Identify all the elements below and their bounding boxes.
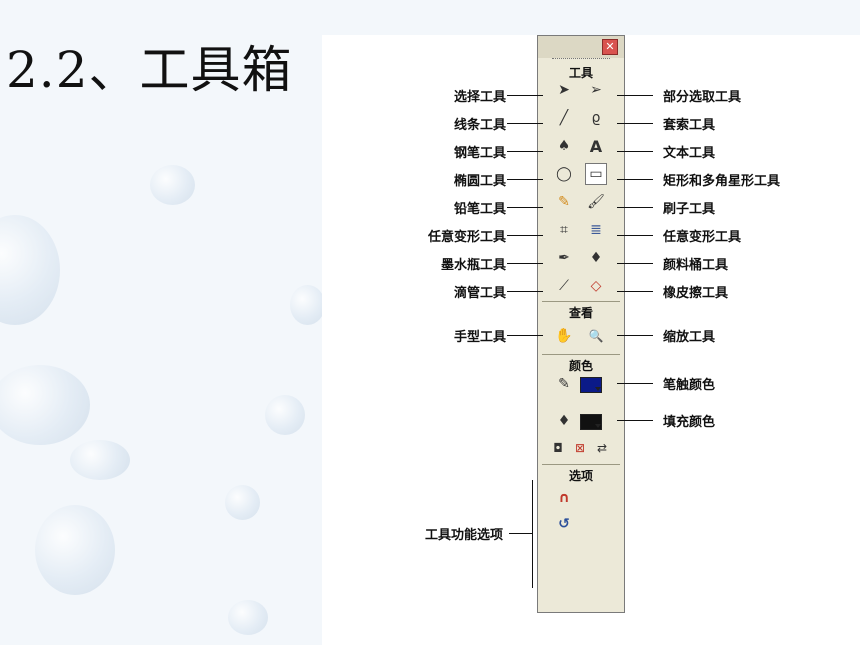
- slide-title: 2.2、工具箱: [6, 41, 293, 99]
- label-ink-bottle-tool: 墨水瓶工具: [440, 258, 506, 273]
- label-tool-options: 工具功能选项: [424, 528, 503, 543]
- separator: [542, 464, 620, 465]
- close-icon[interactable]: ✕: [602, 39, 618, 55]
- gradient-transform-icon[interactable]: ≣: [590, 222, 602, 238]
- paint-bucket-icon[interactable]: ♦: [589, 250, 603, 266]
- line-icon[interactable]: ╱: [559, 110, 569, 126]
- eraser-icon[interactable]: ◇: [590, 278, 602, 294]
- leader-line: [617, 123, 653, 124]
- leader-line: [507, 123, 543, 124]
- leader-line: [507, 95, 543, 96]
- background-blob: [228, 600, 268, 635]
- fill-bucket-icon: ♦: [557, 413, 571, 429]
- oval-icon[interactable]: ◯: [556, 166, 572, 182]
- label-line-tool: 线条工具: [453, 118, 506, 133]
- label-stroke-color: 笔触颜色: [663, 378, 716, 393]
- section-options-heading: 选项: [568, 469, 593, 483]
- label-rectangle-polystar-tool: 矩形和多角星形工具: [663, 174, 781, 189]
- ink-bottle-icon[interactable]: ✒: [558, 250, 570, 266]
- leader-line: [507, 335, 543, 336]
- label-selection-tool: 选择工具: [453, 90, 506, 105]
- text-icon[interactable]: A: [589, 136, 603, 156]
- stroke-pen-icon: ✎: [558, 376, 570, 392]
- leader-line: [617, 179, 653, 180]
- background-blob: [265, 395, 305, 435]
- hand-icon[interactable]: ✋: [555, 328, 573, 344]
- no-color-icon[interactable]: ⊠: [574, 441, 586, 455]
- magnet-icon[interactable]: ∩: [558, 490, 570, 506]
- toolbox-titlebar[interactable]: ✕: [538, 36, 624, 58]
- label-subselection-tool: 部分选取工具: [663, 90, 742, 105]
- label-pencil-tool: 铅笔工具: [453, 202, 506, 217]
- pen-icon[interactable]: ♠: [557, 138, 571, 154]
- leader-line: [507, 151, 543, 152]
- label-free-transform-tool: 任意变形工具: [427, 230, 506, 245]
- arrow-icon[interactable]: ➤: [558, 82, 570, 98]
- separator: [542, 301, 620, 302]
- leader-line: [507, 291, 543, 292]
- label-paint-bucket-tool: 颜料桶工具: [663, 258, 729, 273]
- leader-line: [617, 95, 653, 96]
- brush-icon[interactable]: 🖌: [587, 194, 605, 210]
- leader-line: [507, 179, 543, 180]
- zoom-icon[interactable]: 🔍: [588, 329, 604, 343]
- background-blob: [225, 485, 260, 520]
- label-fill-color: 填充颜色: [663, 415, 716, 430]
- label-brush-tool: 刷子工具: [663, 202, 716, 217]
- leader-line: [617, 291, 653, 292]
- separator: [542, 354, 620, 355]
- smooth-icon[interactable]: ↺: [558, 516, 570, 532]
- background-blob: [35, 505, 115, 595]
- leader-line: [509, 533, 532, 534]
- subselect-icon[interactable]: ➢: [590, 82, 602, 98]
- label-hand-tool: 手型工具: [453, 330, 506, 345]
- leader-line: [617, 263, 653, 264]
- free-transform-icon[interactable]: ⌗: [560, 222, 568, 238]
- lasso-icon[interactable]: ϱ: [591, 110, 601, 126]
- chevron-down-icon[interactable]: [595, 387, 601, 391]
- background-blob: [70, 440, 130, 480]
- leader-line: [617, 335, 653, 336]
- rectangle-icon: ▭: [589, 166, 603, 182]
- background-blob: [0, 215, 60, 325]
- rectangle-tool-button[interactable]: ▭: [585, 163, 607, 185]
- section-colors-heading: 颜色: [568, 359, 593, 373]
- options-bracket: [532, 480, 533, 588]
- toolbox-grip[interactable]: [552, 58, 610, 62]
- leader-line: [617, 207, 653, 208]
- pencil-icon[interactable]: ✎: [558, 194, 570, 210]
- label-lasso-tool: 套索工具: [663, 118, 716, 133]
- background-blob: [0, 365, 90, 445]
- black-white-icon[interactable]: ◘: [553, 441, 563, 455]
- leader-line: [617, 235, 653, 236]
- section-view-heading: 查看: [568, 306, 593, 320]
- eyedropper-icon[interactable]: ⟋: [559, 278, 569, 294]
- label-oval-tool: 椭圆工具: [453, 174, 506, 189]
- swap-colors-icon[interactable]: ⇄: [596, 441, 608, 455]
- label-eyedropper-tool: 滴管工具: [453, 286, 506, 301]
- background-blob: [290, 285, 325, 325]
- label-text-tool: 文本工具: [663, 146, 716, 161]
- label-zoom-tool: 缩放工具: [663, 330, 716, 345]
- background-blob: [150, 165, 195, 205]
- toolbox-panel: ✕ 工具 ➤ ➢ ╱ ϱ ♠ A ◯ ▭ ✎ 🖌 ⌗ ≣ ✒ ♦ ⟋ ◇ 查看 …: [537, 35, 625, 613]
- section-tools-heading: 工具: [568, 66, 593, 80]
- chevron-down-icon[interactable]: [595, 424, 601, 428]
- leader-line: [507, 207, 543, 208]
- leader-line: [507, 235, 543, 236]
- leader-line: [507, 263, 543, 264]
- leader-line: [617, 420, 653, 421]
- label-pen-tool: 钢笔工具: [453, 146, 506, 161]
- label-eraser-tool: 橡皮擦工具: [663, 286, 729, 301]
- leader-line: [617, 383, 653, 384]
- leader-line: [617, 151, 653, 152]
- label-transform-tool-right: 任意变形工具: [663, 230, 742, 245]
